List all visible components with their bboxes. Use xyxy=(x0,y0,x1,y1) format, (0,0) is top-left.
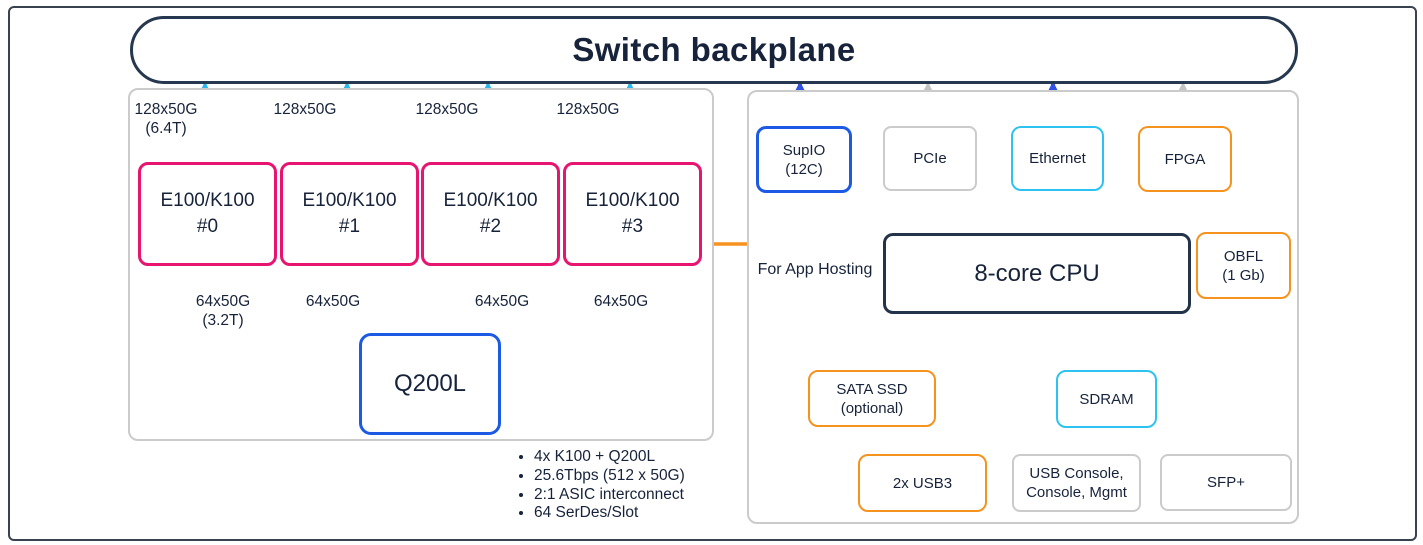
supio-box: SupIO(12C) xyxy=(756,126,852,193)
usb3-box: 2x USB3 xyxy=(858,454,987,512)
usb-console-box: USB Console,Console, Mgmt xyxy=(1012,454,1141,512)
sata-ssd-box: SATA SSD(optional) xyxy=(808,370,936,427)
figure-border xyxy=(8,6,1417,541)
downlink-label-2: 64x50G xyxy=(474,293,530,310)
note-item: 4x K100 + Q200L xyxy=(534,448,762,467)
uplink-label-2: 128x50G xyxy=(415,101,479,118)
uplink-label-1: 128x50G xyxy=(273,101,337,118)
asic-box-2: E100/K100#2 xyxy=(421,162,560,266)
backplane-title: Switch backplane xyxy=(572,31,856,68)
obfl-box: OBFL(1 Gb) xyxy=(1196,232,1291,299)
q200l-box: Q200L xyxy=(359,333,501,435)
downlink-label-3: 64x50G xyxy=(593,293,649,310)
uplink-label-3: 128x50G xyxy=(556,101,620,118)
asic-box-0: E100/K100#0 xyxy=(138,162,277,266)
note-item: 64 SerDes/Slot xyxy=(534,504,762,523)
uplink-label-0: 128x50G (6.4T) xyxy=(134,101,198,137)
fpga-box: FPGA xyxy=(1138,126,1232,192)
asic-box-1: E100/K100#1 xyxy=(280,162,419,266)
note-item: 2:1 ASIC interconnect xyxy=(534,486,762,505)
cpu-box: 8-core CPU xyxy=(883,233,1191,314)
sfp-box: SFP+ xyxy=(1160,454,1292,511)
downlink-label-1: 64x50G xyxy=(305,293,361,310)
notes-list: 4x K100 + Q200L 25.6Tbps (512 x 50G) 2:1… xyxy=(512,448,762,523)
pcie-box: PCIe xyxy=(883,126,977,191)
downlink-label-0: 64x50G (3.2T) xyxy=(195,293,251,329)
app-hosting-label: For App Hosting xyxy=(757,261,873,278)
asic-box-3: E100/K100#3 xyxy=(563,162,702,266)
note-item: 25.6Tbps (512 x 50G) xyxy=(534,467,762,486)
ethernet-box: Ethernet xyxy=(1011,126,1104,191)
switch-backplane: Switch backplane xyxy=(130,16,1298,84)
sdram-box: SDRAM xyxy=(1056,370,1157,428)
